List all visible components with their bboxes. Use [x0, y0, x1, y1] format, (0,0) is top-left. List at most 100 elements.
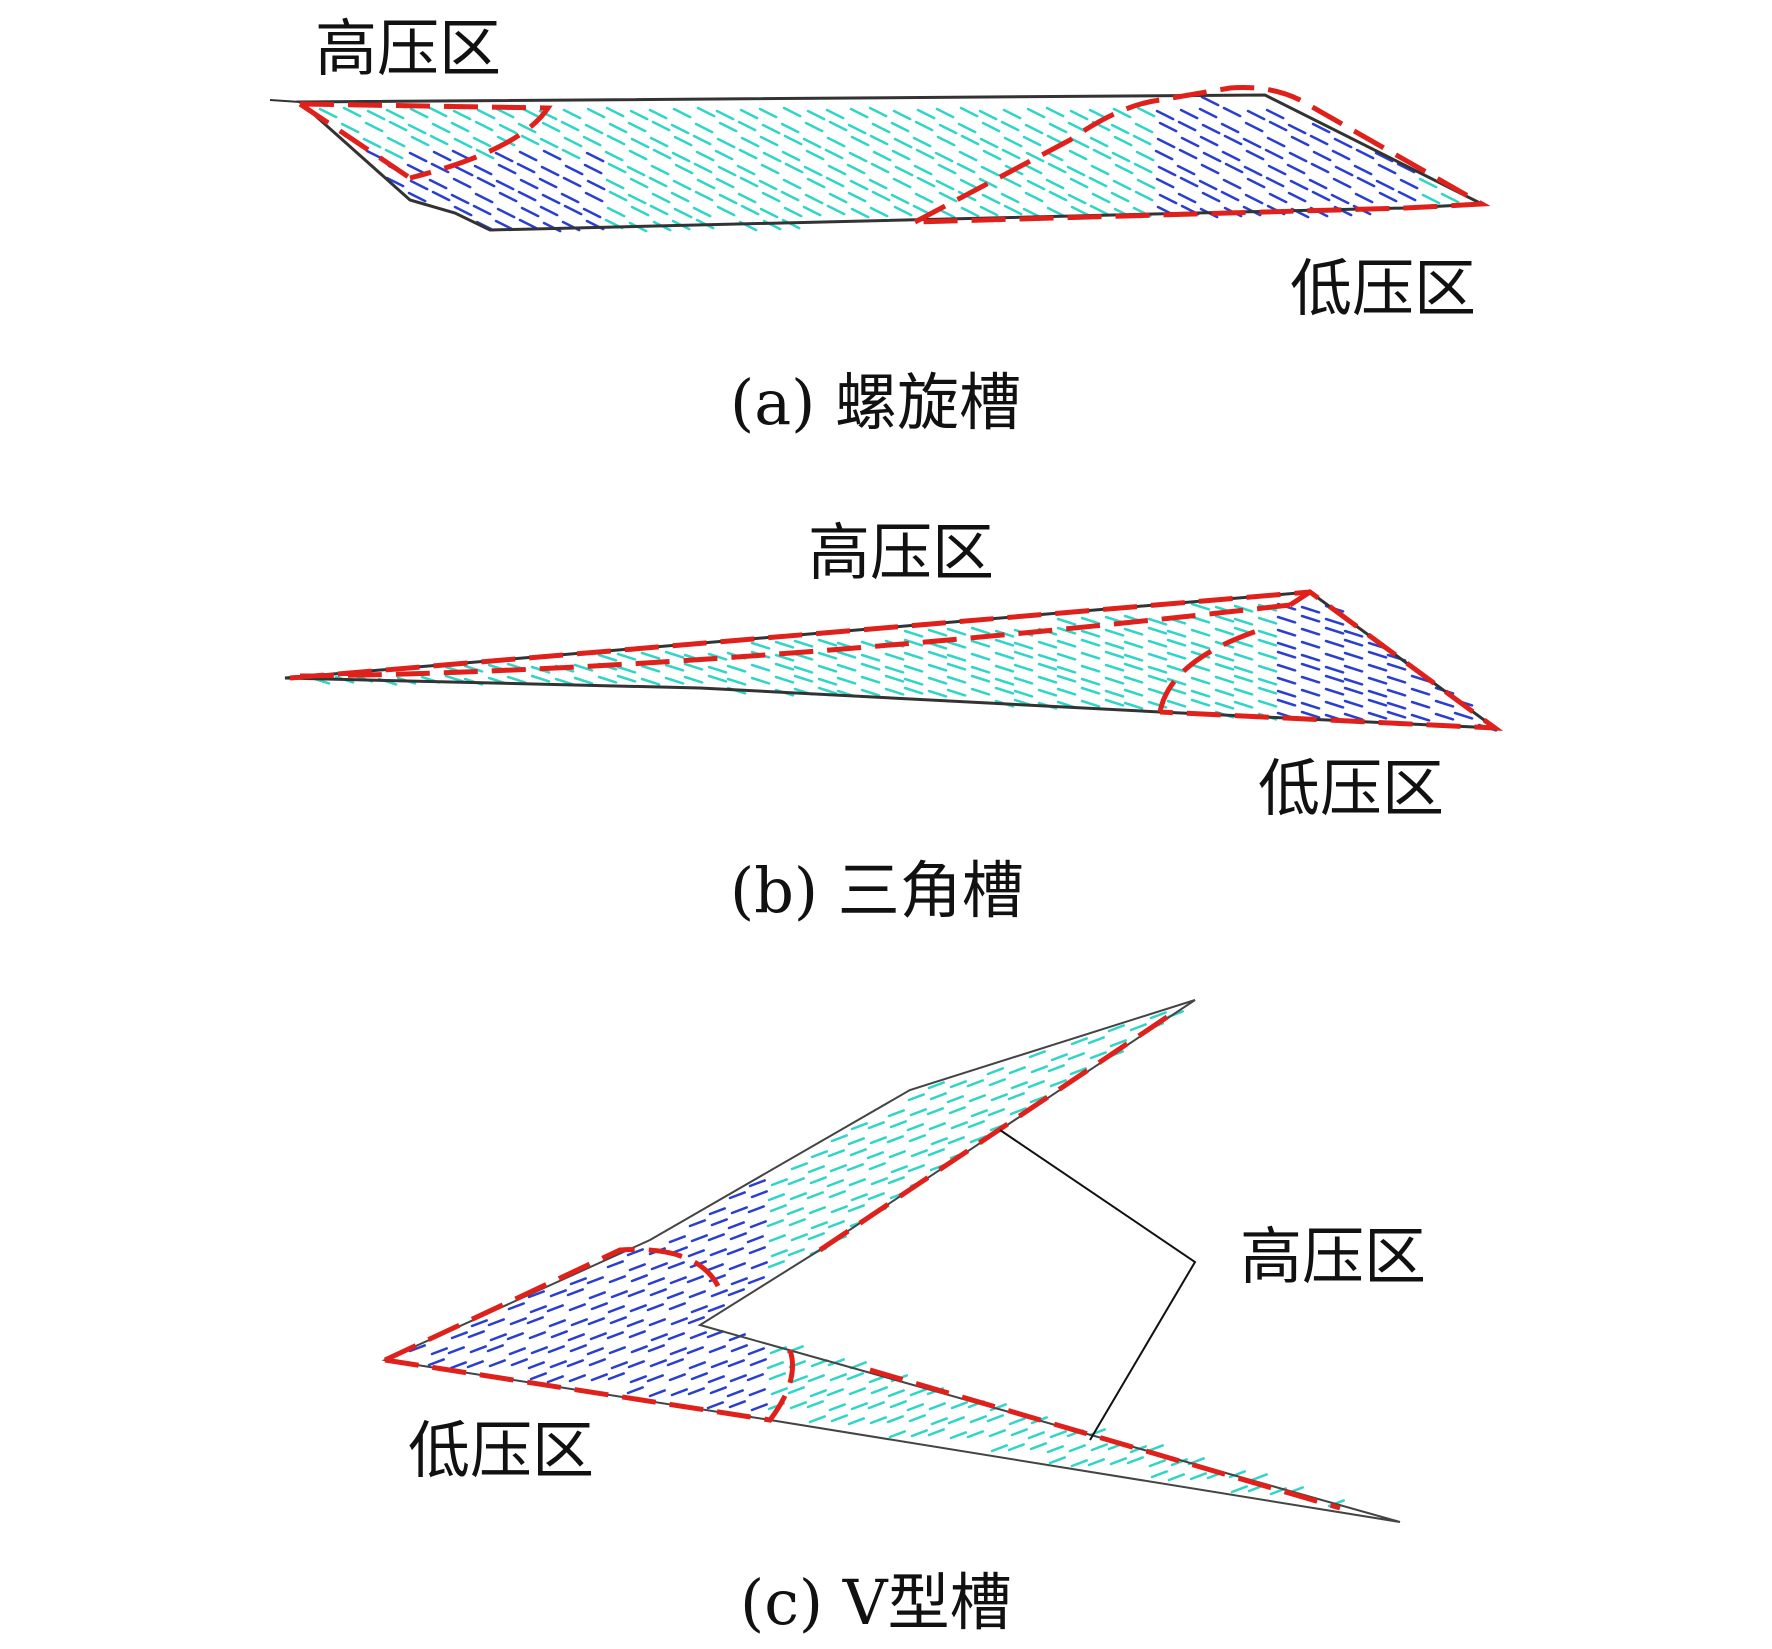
- vector-arrow: [407, 123, 427, 135]
- vector-arrow: [807, 1165, 825, 1174]
- vector-arrow: [451, 149, 471, 161]
- vector-arrow: [1030, 1065, 1048, 1074]
- vector-arrow: [884, 687, 905, 696]
- vector-arrow: [946, 640, 967, 649]
- vector-arrow: [737, 192, 757, 204]
- vector-arrow: [1198, 179, 1218, 191]
- vector-arrow: [692, 206, 712, 218]
- vector-arrow: [893, 205, 913, 217]
- vector-arrow: [1087, 1458, 1105, 1467]
- vector-arrow: [809, 1176, 827, 1185]
- vector-arrow: [608, 1275, 626, 1284]
- vector-arrow: [627, 121, 647, 133]
- vector-arrow: [970, 652, 991, 661]
- vector-arrow: [450, 193, 470, 205]
- vector-arrow: [1007, 1443, 1025, 1452]
- vector-arrow: [1179, 108, 1199, 120]
- vector-arrow: [750, 641, 771, 650]
- vector-arrow: [828, 120, 848, 132]
- vector-arrow: [1331, 149, 1351, 161]
- vector-arrow: [1047, 1064, 1065, 1073]
- vector-arrow: [1147, 687, 1168, 696]
- vector-arrow: [1324, 700, 1345, 709]
- vector-arrow: [872, 150, 892, 162]
- vector-arrow: [1008, 1066, 1026, 1075]
- vector-arrow: [750, 1190, 768, 1199]
- vector-arrow: [569, 1277, 587, 1286]
- vector-arrow: [937, 163, 957, 175]
- vector-arrow: [686, 1346, 704, 1355]
- vector-arrow: [582, 135, 602, 147]
- vector-arrow: [629, 177, 649, 189]
- vector-arrow: [1080, 699, 1101, 708]
- panel-c-groove-outline: [381, 999, 1401, 1523]
- vector-arrow: [1089, 1051, 1107, 1060]
- vector-arrow: [1434, 699, 1455, 708]
- vector-arrow: [1147, 626, 1168, 635]
- vector-arrow: [966, 1079, 984, 1088]
- vector-arrow: [1287, 123, 1307, 135]
- vector-arrow: [1069, 177, 1089, 189]
- vector-arrow: [908, 1134, 926, 1143]
- vector-arrow: [342, 106, 362, 118]
- vector-arrow: [494, 151, 514, 163]
- vector-arrow: [1300, 614, 1321, 623]
- vector-arrow: [1367, 711, 1388, 720]
- vector-arrow: [1224, 162, 1244, 174]
- vector-arrow: [780, 190, 800, 202]
- vector-arrow: [806, 1191, 824, 1200]
- vector-arrow: [750, 1261, 768, 1270]
- vector-arrow: [527, 1361, 545, 1370]
- vector-arrow: [546, 1304, 564, 1313]
- vector-arrow: [829, 1373, 847, 1382]
- vector-arrow: [886, 1135, 904, 1144]
- vector-arrow: [826, 204, 846, 216]
- vector-arrow: [1374, 151, 1394, 163]
- vector-arrow: [529, 1372, 547, 1381]
- vector-arrow: [982, 149, 1002, 161]
- vector-arrow: [627, 193, 647, 205]
- vector-arrow: [529, 1305, 547, 1314]
- vector-arrow: [582, 207, 602, 219]
- vector-arrow: [693, 162, 713, 174]
- vector-arrow: [673, 135, 693, 147]
- vector-arrow: [1222, 106, 1242, 118]
- vector-arrow: [1027, 1431, 1045, 1440]
- vector-arrow: [782, 106, 802, 118]
- vector-arrow: [749, 1220, 767, 1229]
- vector-arrow: [588, 1358, 606, 1367]
- vector-arrow: [867, 1192, 885, 1201]
- vector-arrow: [1288, 151, 1308, 163]
- vector-arrow: [860, 675, 881, 684]
- vector-arrow: [1046, 1445, 1064, 1454]
- vector-arrow: [817, 677, 838, 686]
- vector-arrow: [687, 1316, 705, 1325]
- vector-arrow: [1233, 617, 1254, 626]
- vector-arrow: [889, 1400, 907, 1409]
- vector-arrow: [836, 676, 857, 685]
- vector-arrow: [927, 689, 948, 698]
- panel-c-low-pressure-label: 低压区: [408, 1414, 595, 1487]
- vector-arrow: [1136, 106, 1156, 118]
- vector-arrow: [688, 1219, 706, 1228]
- vector-arrow: [1178, 148, 1198, 160]
- vector-arrow: [710, 1360, 728, 1369]
- vector-arrow: [1300, 701, 1321, 710]
- vector-arrow: [649, 1359, 667, 1368]
- vector-arrow: [847, 1417, 865, 1426]
- vector-arrow: [766, 1219, 784, 1228]
- vector-arrow: [1375, 179, 1395, 191]
- vector-arrow: [563, 136, 583, 148]
- vector-arrow: [386, 136, 406, 148]
- vector-arrow: [431, 122, 451, 134]
- vector-arrow: [979, 205, 999, 217]
- vector-arrow: [707, 1304, 725, 1313]
- vector-arrow: [1070, 1459, 1088, 1468]
- vector-arrow: [869, 1136, 887, 1145]
- vector-arrow: [1333, 137, 1353, 149]
- vector-arrow: [709, 1248, 727, 1257]
- vector-arrow: [988, 1429, 1006, 1438]
- vector-arrow: [1214, 675, 1235, 684]
- vector-arrow: [1220, 122, 1240, 134]
